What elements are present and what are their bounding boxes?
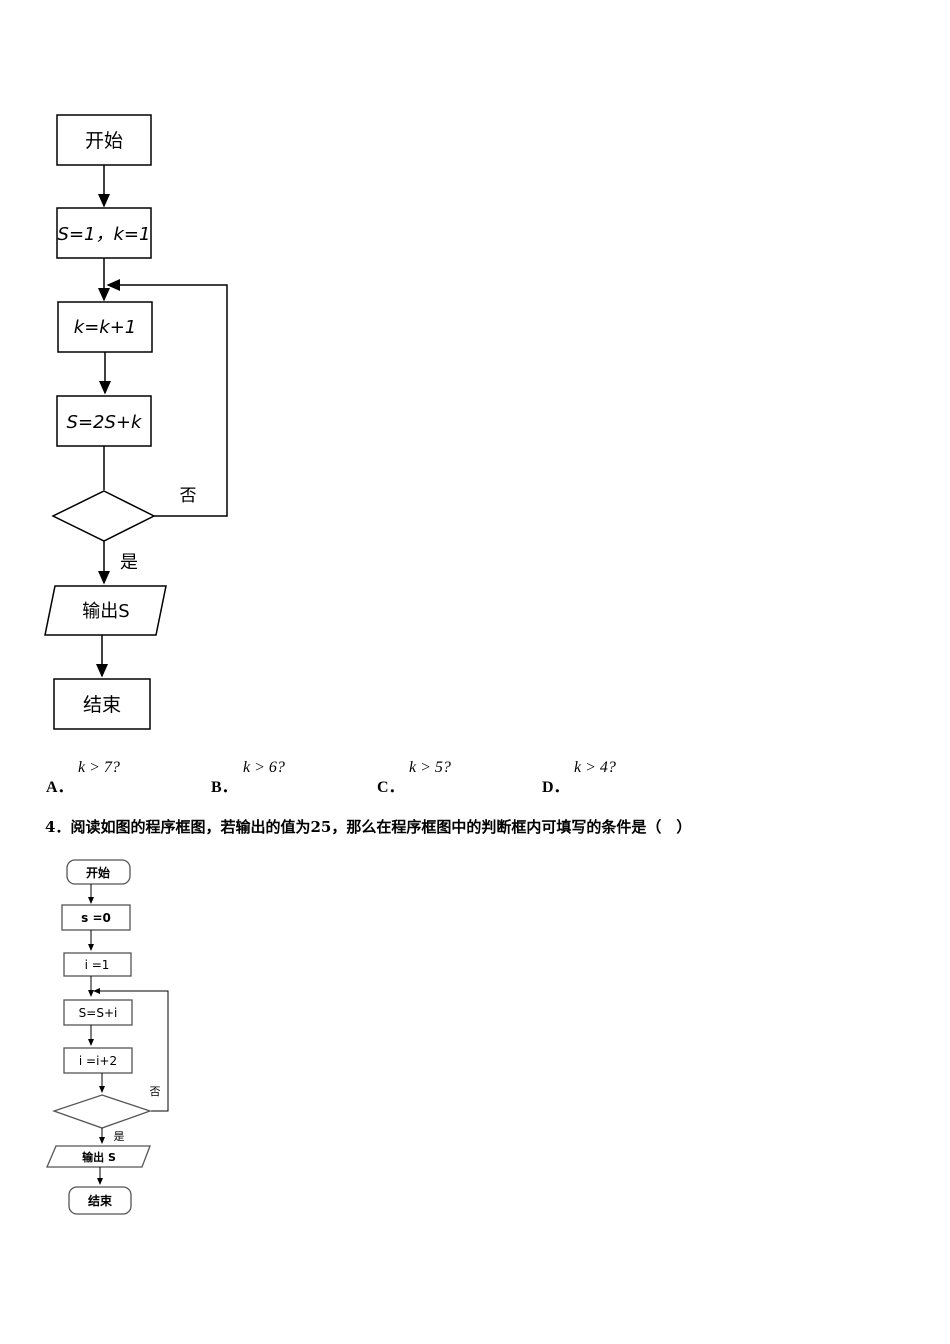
option-c-letter: C． xyxy=(377,779,405,796)
option-c-expr: k > 5? xyxy=(409,759,451,776)
decision-diamond xyxy=(51,490,156,542)
step1-label-2: S=S+i xyxy=(79,1006,118,1020)
question-number: 4． xyxy=(45,818,71,836)
step1-box-2 xyxy=(63,999,133,1026)
option-d-letter: D． xyxy=(542,779,570,796)
init-label: S=1，k=1 xyxy=(58,224,151,245)
step1-label: k=k+1 xyxy=(74,317,136,338)
start-label-2: 开始 xyxy=(86,865,110,880)
end-box xyxy=(53,678,151,730)
output-label-2: 输出 S xyxy=(82,1150,116,1164)
output-parallelogram xyxy=(44,585,167,636)
option-a-letter: A． xyxy=(46,779,74,796)
step2-box-2 xyxy=(63,1047,133,1074)
output-label: 输出S xyxy=(82,601,129,622)
question-text: 阅读如图的程序框图，若输出的值为25，那么在程序框图中的判断框内可填写的条件是（… xyxy=(70,818,692,836)
loop-back-line-2 xyxy=(93,988,169,1112)
decision-diamond-2 xyxy=(52,1094,152,1129)
init2-box-2 xyxy=(63,952,132,977)
option-d-expr: k > 4? xyxy=(574,759,616,776)
output-parallelogram-2 xyxy=(46,1145,151,1168)
init2-label-2: i =1 xyxy=(85,958,110,972)
step2-label-2: i =i+2 xyxy=(79,1054,117,1068)
yes-label-2: 是 xyxy=(114,1130,125,1143)
option-a-expr: k > 7? xyxy=(78,759,120,776)
start-label: 开始 xyxy=(85,130,123,152)
no-label: 否 xyxy=(180,486,197,506)
flowchart-2: 开始 s =0 i =1 S=S+i i =i+2 否 是 输出 S 结束 xyxy=(46,859,169,1215)
start-box xyxy=(56,114,152,166)
flowchart-1: 开始 S=1，k=1 k=k+1 S=2S+k 否 是 输出S 结束 xyxy=(44,114,228,730)
init1-box-2 xyxy=(61,904,131,931)
end-box-2 xyxy=(68,1186,132,1215)
start-box-2 xyxy=(66,859,131,885)
step2-label: S=2S+k xyxy=(67,412,143,433)
no-label-2: 否 xyxy=(150,1085,161,1098)
end-label-2: 结束 xyxy=(88,1193,113,1208)
init-box xyxy=(56,207,152,259)
question-4: 4．阅读如图的程序框图，若输出的值为25，那么在程序框图中的判断框内可填写的条件… xyxy=(45,816,691,837)
loop-back-line xyxy=(106,279,228,517)
init1-label-2: s =0 xyxy=(81,911,111,925)
step2-box xyxy=(56,395,152,447)
yes-label: 是 xyxy=(120,552,138,573)
option-b-letter: B． xyxy=(211,779,238,796)
step1-box xyxy=(57,301,153,353)
end-label: 结束 xyxy=(83,694,121,716)
option-b-expr: k > 6? xyxy=(243,759,285,776)
